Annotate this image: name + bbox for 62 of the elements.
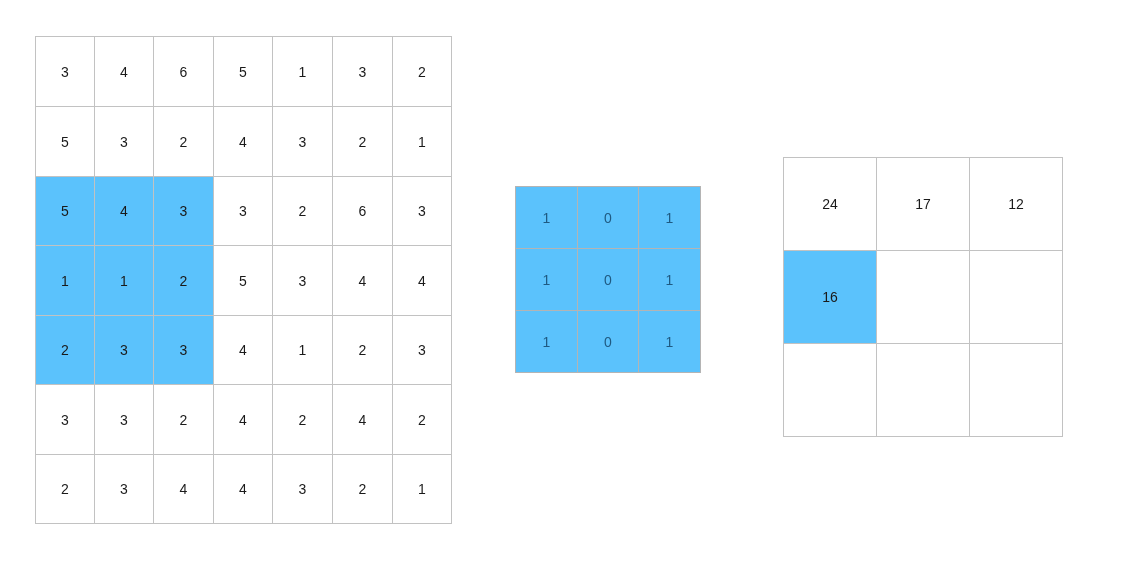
input-value: 4 — [358, 272, 367, 289]
input-value: 3 — [61, 63, 69, 80]
input-value: 4 — [239, 342, 247, 358]
input-value: 3 — [298, 133, 307, 150]
input-value: 2 — [358, 481, 367, 497]
highlighted-input-cell: 5 — [36, 177, 94, 245]
input-value: 3 — [358, 63, 367, 80]
kernel-value: 1 — [542, 333, 551, 350]
input-value: 4 — [239, 411, 247, 428]
output-value: 12 — [1008, 196, 1024, 212]
input-value: 6 — [179, 63, 188, 80]
input-value: 3 — [418, 342, 426, 358]
highlighted-input-cell: 4 — [95, 177, 153, 245]
input-value: 3 — [298, 272, 307, 289]
highlighted-input-cell: 3 — [154, 177, 213, 245]
input-value: 3 — [120, 411, 128, 428]
input-value: 1 — [298, 342, 307, 358]
input-value: 4 — [418, 272, 426, 289]
input-value: 5 — [239, 63, 247, 80]
kernel-value: 0 — [604, 209, 612, 226]
input-value: 1 — [298, 63, 307, 80]
input-value: 5 — [239, 272, 247, 289]
highlighted-input-cell: 2 — [154, 246, 213, 315]
input-value: 4 — [358, 411, 367, 428]
input-value: 2 — [358, 342, 367, 358]
input-value: 2 — [358, 133, 367, 150]
kernel-value: 1 — [665, 209, 674, 226]
highlighted-input-cell: 3 — [95, 316, 153, 384]
kernel-value: 0 — [604, 271, 612, 288]
input-value: 2 — [61, 481, 69, 497]
input-value: 2 — [179, 133, 188, 150]
input-value: 2 — [418, 411, 426, 428]
input-value: 1 — [418, 481, 426, 497]
input-value: 6 — [358, 203, 367, 219]
input-value: 3 — [418, 203, 426, 219]
input-value: 4 — [120, 63, 128, 80]
output-value: 17 — [915, 196, 931, 212]
kernel-value: 1 — [665, 271, 674, 288]
highlighted-output-cell: 16 — [784, 251, 876, 343]
input-value: 1 — [418, 133, 426, 150]
highlighted-input-cell: 1 — [36, 246, 94, 315]
input-value: 2 — [179, 411, 188, 428]
input-value: 3 — [298, 481, 307, 497]
kernel-value: 1 — [542, 209, 551, 226]
highlighted-input-cell: 2 — [36, 316, 94, 384]
input-value: 4 — [239, 481, 247, 497]
kernel-value: 1 — [665, 333, 674, 350]
input-value: 3 — [120, 133, 128, 150]
kernel-value: 1 — [542, 271, 551, 288]
input-value: 2 — [418, 63, 426, 80]
input-value: 3 — [239, 203, 247, 219]
input-value: 4 — [239, 133, 247, 150]
input-value: 3 — [61, 411, 69, 428]
highlighted-input-cell: 1 — [95, 246, 153, 315]
highlighted-input-cell: 3 — [154, 316, 213, 384]
kernel-value: 0 — [604, 333, 612, 350]
output-value: 24 — [822, 196, 838, 212]
input-value: 3 — [120, 481, 128, 497]
input-value: 2 — [298, 203, 307, 219]
input-value: 2 — [298, 411, 307, 428]
input-value: 4 — [179, 481, 188, 497]
input-value: 5 — [61, 133, 69, 150]
